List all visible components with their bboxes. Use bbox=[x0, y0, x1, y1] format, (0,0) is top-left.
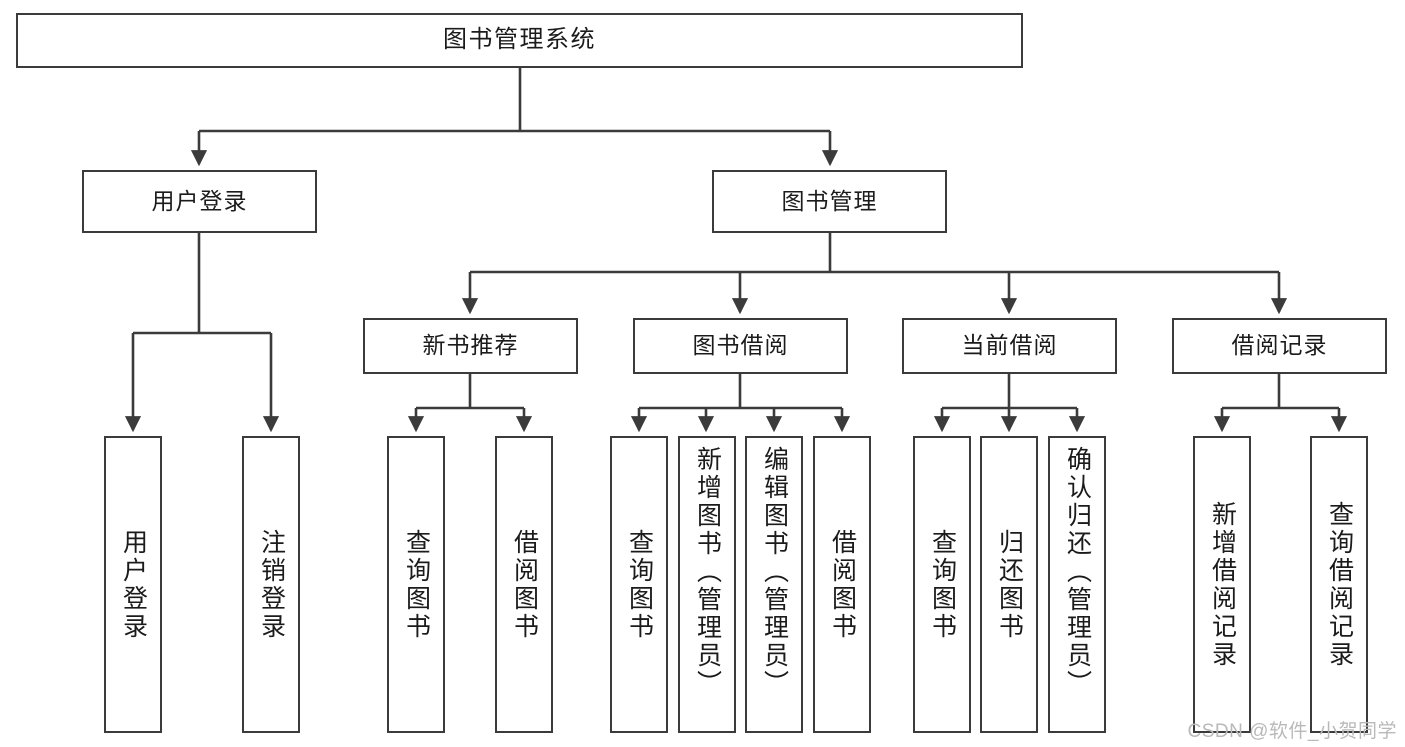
node-book-management[interactable]: 图书管理 bbox=[712, 170, 947, 233]
leaf-book-borrow-borrow-book[interactable]: 借阅图书 bbox=[813, 436, 871, 733]
node-label: 查询借阅记录 bbox=[1325, 500, 1354, 669]
leaf-book-borrow-query-book[interactable]: 查询图书 bbox=[610, 436, 668, 733]
leaf-current-borrow-query-book[interactable]: 查询图书 bbox=[913, 436, 971, 733]
node-label: 查询图书 bbox=[625, 528, 654, 641]
leaf-book-borrow-edit-book-admin[interactable]: 编辑图书（管理员） bbox=[745, 436, 803, 733]
node-label: 编辑图书（管理员） bbox=[760, 446, 789, 698]
node-borrow-record[interactable]: 借阅记录 bbox=[1172, 318, 1387, 374]
node-label: 新书推荐 bbox=[422, 332, 519, 359]
leaf-current-borrow-confirm-return-admin[interactable]: 确认归还（管理员） bbox=[1048, 436, 1106, 733]
node-book-borrow[interactable]: 图书借阅 bbox=[633, 318, 848, 374]
node-label: 查询图书 bbox=[402, 528, 431, 641]
node-label: 新增图书（管理员） bbox=[693, 446, 722, 698]
node-label: 当前借阅 bbox=[961, 332, 1058, 359]
node-current-borrow[interactable]: 当前借阅 bbox=[902, 318, 1117, 374]
leaf-user-login-login[interactable]: 用户登录 bbox=[104, 436, 162, 733]
node-label: 借阅图书 bbox=[510, 528, 539, 641]
node-label: 图书管理 bbox=[781, 187, 878, 214]
leaf-borrow-record-add-record[interactable]: 新增借阅记录 bbox=[1193, 436, 1251, 733]
leaf-current-borrow-return-book[interactable]: 归还图书 bbox=[980, 436, 1038, 733]
node-label: 借阅记录 bbox=[1231, 332, 1328, 359]
node-label: 归还图书 bbox=[995, 528, 1024, 641]
leaf-new-book-borrow-book[interactable]: 借阅图书 bbox=[495, 436, 553, 733]
node-label: 借阅图书 bbox=[828, 528, 857, 641]
leaf-book-borrow-add-book-admin[interactable]: 新增图书（管理员） bbox=[678, 436, 736, 733]
node-label: 图书管理系统 bbox=[443, 26, 596, 54]
node-label: 用户登录 bbox=[119, 528, 148, 641]
node-label: 图书借阅 bbox=[692, 332, 789, 359]
node-label: 注销登录 bbox=[257, 528, 286, 641]
node-user-login[interactable]: 用户登录 bbox=[82, 170, 317, 233]
node-label: 查询图书 bbox=[928, 528, 957, 641]
watermark-text: CSDN @软件_小贺同学 bbox=[1187, 721, 1397, 742]
node-new-book-recommend[interactable]: 新书推荐 bbox=[363, 318, 578, 374]
node-label: 用户登录 bbox=[151, 187, 248, 214]
node-label: 新增借阅记录 bbox=[1208, 500, 1237, 669]
leaf-new-book-query-book[interactable]: 查询图书 bbox=[387, 436, 445, 733]
leaf-borrow-record-query-record[interactable]: 查询借阅记录 bbox=[1310, 436, 1368, 733]
node-root-book-management-system[interactable]: 图书管理系统 bbox=[16, 13, 1023, 68]
leaf-user-login-logout[interactable]: 注销登录 bbox=[242, 436, 300, 733]
node-label: 确认归还（管理员） bbox=[1063, 446, 1092, 698]
